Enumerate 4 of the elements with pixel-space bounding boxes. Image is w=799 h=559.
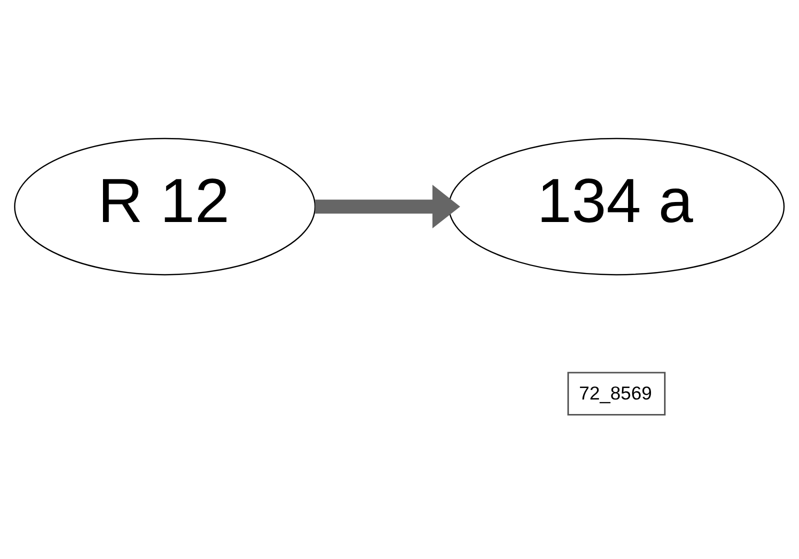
arrow xyxy=(315,184,460,228)
label: 72_8569 xyxy=(579,382,652,403)
node-ellipse: 134 a xyxy=(448,137,785,275)
node-ellipse: R 12 xyxy=(14,137,316,275)
